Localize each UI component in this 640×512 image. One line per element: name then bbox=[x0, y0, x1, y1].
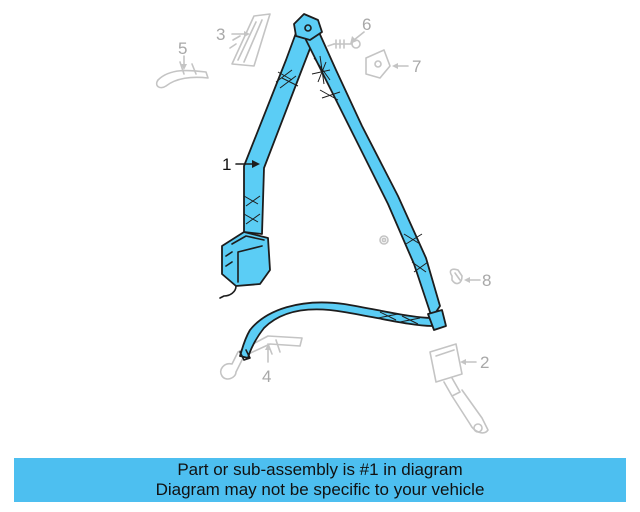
part-5-bracket[interactable] bbox=[155, 61, 209, 89]
part-8-clip[interactable] bbox=[449, 268, 463, 285]
callout-8: 8 bbox=[482, 271, 491, 290]
belt-stop-button bbox=[379, 235, 389, 245]
callout-7: 7 bbox=[412, 57, 421, 76]
callout-leaders bbox=[181, 31, 481, 365]
part-2-buckle[interactable] bbox=[429, 343, 489, 434]
part-1-seat-belt-assembly[interactable] bbox=[219, 13, 447, 361]
callout-4: 4 bbox=[262, 367, 271, 386]
banner-line-1: Part or sub-assembly is #1 in diagram bbox=[177, 460, 463, 479]
part-3-anchor-plate[interactable] bbox=[229, 13, 271, 67]
disclaimer-banner: Part or sub-assembly is #1 in diagram Di… bbox=[14, 458, 626, 502]
callout-1: 1 bbox=[222, 155, 231, 174]
callout-6: 6 bbox=[362, 15, 371, 34]
callout-5: 5 bbox=[178, 39, 187, 58]
part-7-cover[interactable] bbox=[365, 49, 391, 79]
banner-line-2: Diagram may not be specific to your vehi… bbox=[155, 480, 485, 499]
callout-3: 3 bbox=[216, 25, 225, 44]
callout-2: 2 bbox=[480, 353, 489, 372]
